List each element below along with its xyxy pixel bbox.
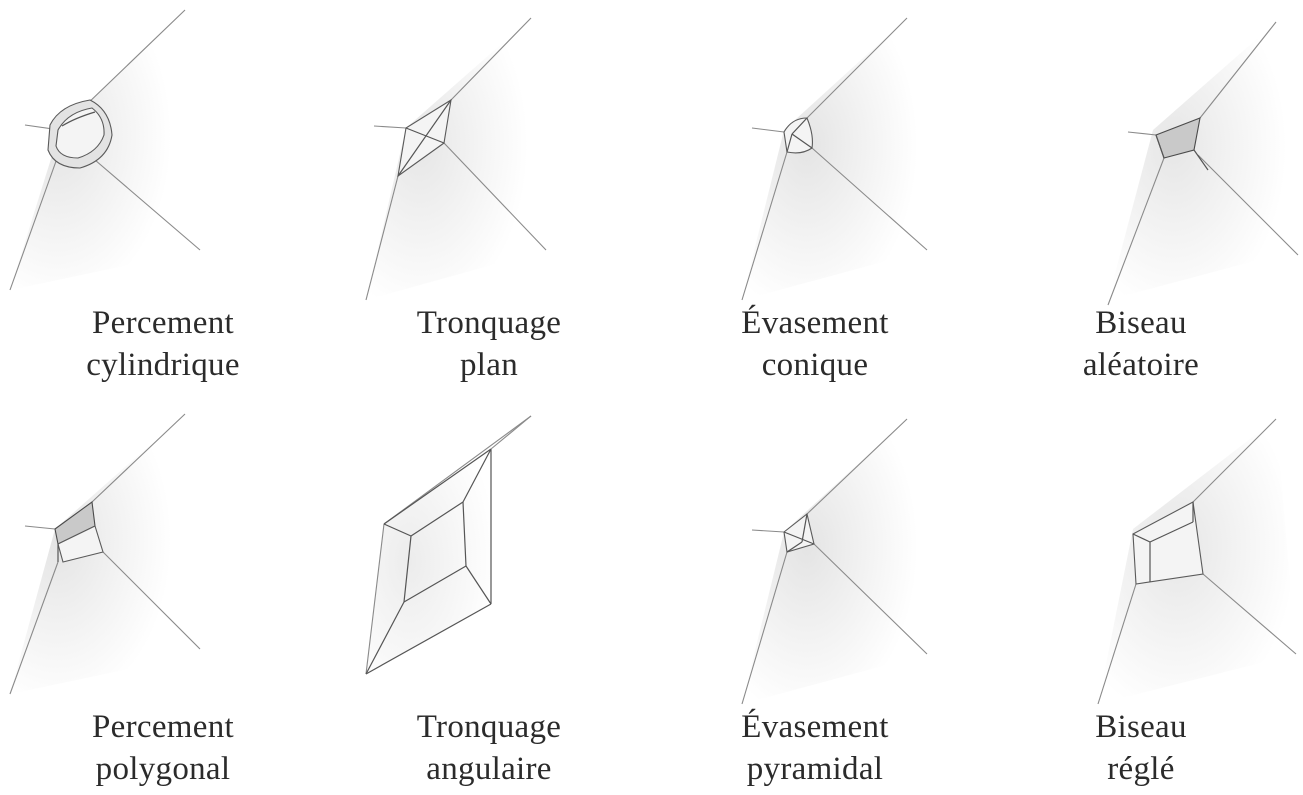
caption-line1: Biseau [978,302,1303,344]
caption-line1: Biseau [978,706,1303,748]
cell-percement-cylindrique: Percement cylindrique [0,0,326,391]
caption-line1: Percement [0,302,326,344]
caption-line1: Évasement [652,706,978,748]
caption-line2: pyramidal [652,748,978,790]
cell-tronquage-angulaire: Tronquage angulaire [326,404,652,795]
caption: Percement cylindrique [0,302,326,386]
caption: Tronquage plan [326,302,652,386]
caption: Évasement pyramidal [652,706,978,790]
caption: Évasement conique [652,302,978,386]
cell-biseau-regle: Biseau réglé [978,404,1303,795]
caption-line2: conique [652,344,978,386]
cell-percement-polygonal: Percement polygonal [0,404,326,795]
caption: Percement polygonal [0,706,326,790]
caption: Biseau réglé [978,706,1303,790]
cell-evasement-conique: Évasement conique [652,0,978,391]
caption-line2: polygonal [0,748,326,790]
caption: Biseau aléatoire [978,302,1303,386]
caption-line1: Percement [0,706,326,748]
caption-line1: Évasement [652,302,978,344]
biseau-regle-drawing [978,404,1303,704]
caption: Tronquage angulaire [326,706,652,790]
tronquage-plan-drawing [326,0,652,300]
evasement-conique-drawing [652,0,978,300]
caption-line1: Tronquage [326,302,652,344]
percement-cylindrique-drawing [0,0,326,300]
caption-line2: cylindrique [0,344,326,386]
caption-line2: plan [326,344,652,386]
cell-biseau-aleatoire: Biseau aléatoire [978,0,1303,391]
caption-line2: angulaire [326,748,652,790]
evasement-pyramidal-drawing [652,404,978,704]
tronquage-angulaire-drawing [326,404,652,704]
caption-line2: réglé [978,748,1303,790]
cell-evasement-pyramidal: Évasement pyramidal [652,404,978,795]
caption-line2: aléatoire [978,344,1303,386]
biseau-aleatoire-drawing [978,0,1303,300]
percement-polygonal-drawing [0,404,326,704]
caption-line1: Tronquage [326,706,652,748]
cell-tronquage-plan: Tronquage plan [326,0,652,391]
